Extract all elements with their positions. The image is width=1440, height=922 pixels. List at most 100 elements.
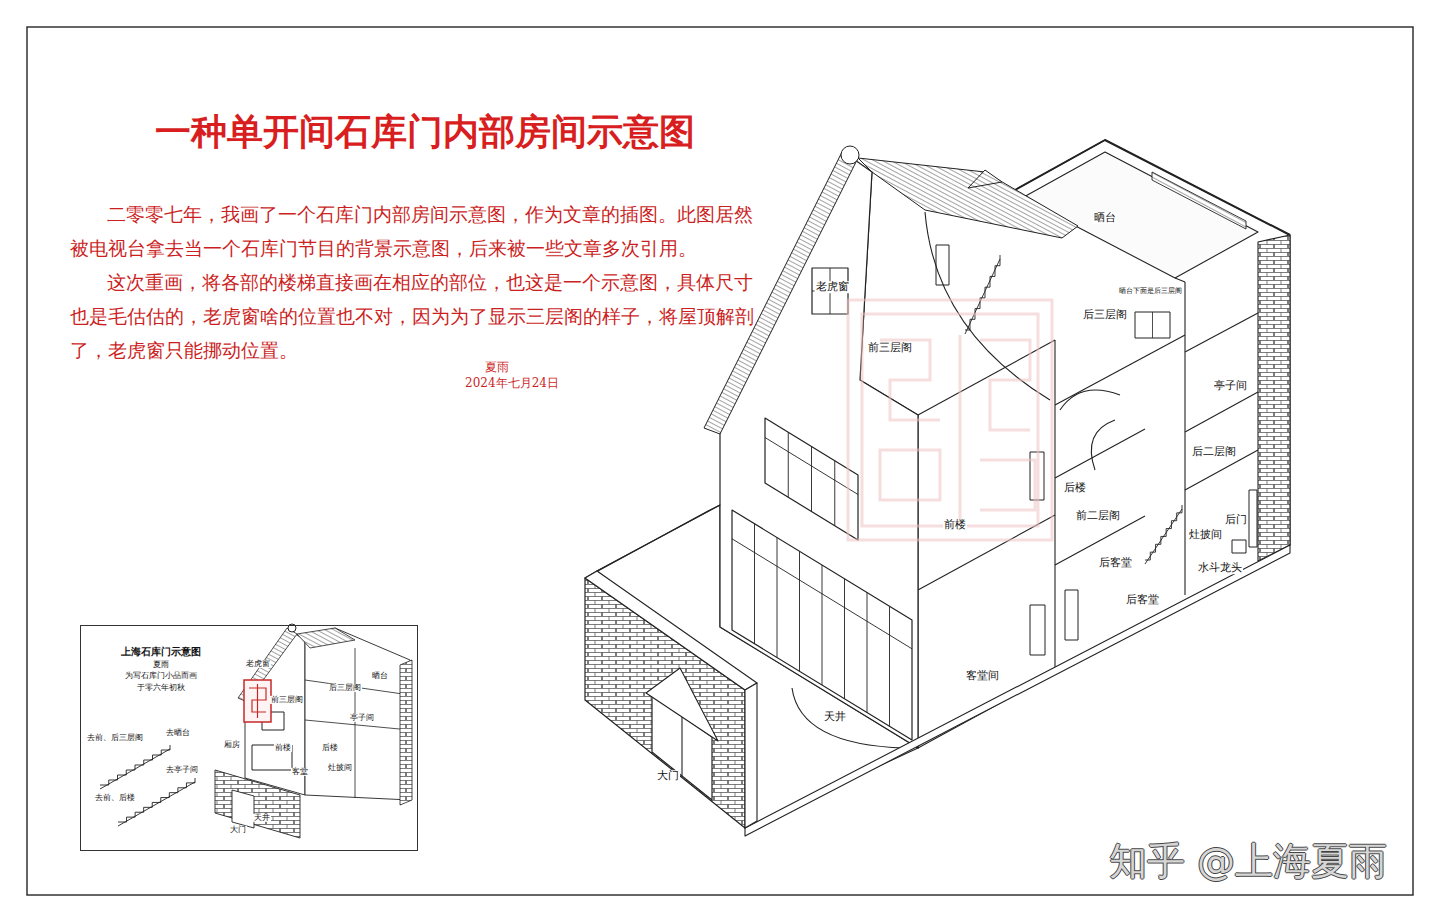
ridge-cap xyxy=(841,146,859,164)
inset-label: 前楼 xyxy=(274,744,292,752)
room-label: 天井 xyxy=(823,711,847,723)
inset-partition xyxy=(355,648,356,798)
room-label: 后二层阁 xyxy=(1191,446,1237,458)
room-label: 前楼 xyxy=(943,519,967,531)
ground-window-mullion xyxy=(867,593,868,713)
front-attic-floor xyxy=(918,340,1055,415)
upper-window-mullion xyxy=(834,461,835,526)
room-label: 后客堂 xyxy=(1098,557,1133,569)
inset-brick xyxy=(400,660,412,805)
inset-gate xyxy=(232,790,254,828)
inset-note: 于零六年初秋 xyxy=(91,682,231,693)
inset-label: 厢房 xyxy=(223,741,241,749)
rear-partition xyxy=(1184,282,1185,595)
inset-stair-stringer xyxy=(118,782,195,826)
room-label: 大门 xyxy=(656,770,680,782)
rear-stair xyxy=(1145,505,1182,560)
inset-label: 去前、后三层阁 xyxy=(86,734,144,742)
room-label: 灶披间 xyxy=(1188,529,1223,541)
upper-window xyxy=(765,418,858,540)
terrace-railing xyxy=(1152,172,1246,229)
ground-window xyxy=(732,510,912,740)
door xyxy=(1065,590,1078,640)
title: 一种单开间石库门内部房间示意图 xyxy=(155,108,695,157)
inset-label: 客堂 xyxy=(291,768,309,776)
ground-window-mullion xyxy=(844,579,845,699)
inset-label: 天井 xyxy=(253,814,271,822)
signature: 夏雨 xyxy=(485,361,509,374)
room-label: 水斗龙头 xyxy=(1197,562,1243,574)
spiral-stair xyxy=(1060,390,1120,410)
sink xyxy=(1232,540,1246,553)
ground-window-mullion xyxy=(754,524,755,644)
room-label: 老虎窗 xyxy=(815,281,850,293)
note-paragraph: 这次重画，将各部的楼梯直接画在相应的部位，也这是一个示意图，具体尺寸也是毛估估的… xyxy=(70,266,760,368)
inset-wall xyxy=(215,770,300,838)
inset-label: 去亭子间 xyxy=(165,766,199,774)
pavilion-ceiling xyxy=(1185,313,1258,352)
inset-roof xyxy=(297,628,355,648)
page-frame xyxy=(27,27,1413,895)
inset-heading: 上海石库门示意图夏雨为写石库门小品而画于零六年初秋 xyxy=(91,644,231,693)
upper-window-mullion xyxy=(811,447,812,512)
seal-frame xyxy=(862,314,1038,526)
room-label: 亭子间 xyxy=(1213,380,1248,392)
seal-watermark xyxy=(848,300,1052,540)
inset-note: 为写石库门小品而画 xyxy=(91,670,231,681)
inset-floor xyxy=(305,680,410,695)
attic-stair-stringer xyxy=(965,259,1000,334)
room-label: 前二层阁 xyxy=(1075,510,1121,522)
back-door xyxy=(1249,490,1257,547)
yard-wall-cut xyxy=(745,683,757,828)
upper-window-mullion xyxy=(788,432,789,497)
seal-frame xyxy=(848,300,1052,540)
ground-window-mullion xyxy=(777,538,778,658)
attic-stair xyxy=(965,255,1000,330)
inset-label: 前三层阁 xyxy=(270,696,304,704)
room-label: 晒台下面是后三层阁 xyxy=(1118,288,1183,296)
spiral-stair xyxy=(1091,420,1115,470)
upper-window-transom xyxy=(765,438,858,495)
inset-label: 后三层阁 xyxy=(328,684,362,692)
inset-title: 上海石库门示意图 xyxy=(91,644,231,659)
ground-window-mullion xyxy=(799,551,800,671)
roof-dormer xyxy=(968,170,1002,188)
inset-frame: 上海石库门示意图夏雨为写石库门小品而画于零六年初秋 xyxy=(80,625,418,851)
ground-slab xyxy=(745,545,1290,836)
room-label: 晒台 xyxy=(1093,212,1117,224)
inset-label: 去前、后楼 xyxy=(94,794,136,802)
inset-rear xyxy=(305,628,410,800)
pavilion-floor xyxy=(1185,392,1258,432)
gate-split xyxy=(681,716,682,776)
door xyxy=(1030,605,1045,655)
rear-edge xyxy=(1175,278,1185,282)
inset-label: 晒台 xyxy=(371,672,389,680)
inset-label: 后楼 xyxy=(321,744,339,752)
door xyxy=(936,245,949,285)
front-facade xyxy=(720,160,918,748)
rear-room-floor xyxy=(1055,429,1145,478)
yard-wall-cap xyxy=(585,571,757,690)
gate-pediment xyxy=(646,668,718,741)
rear-stair-stringer xyxy=(1145,509,1182,564)
ground-window-mullion xyxy=(822,565,823,685)
inset-stair xyxy=(100,745,170,785)
inset-seal-pattern xyxy=(249,684,266,718)
rear-window xyxy=(1135,312,1170,338)
room-label: 客堂间 xyxy=(965,670,1000,682)
roof-slope xyxy=(858,158,1078,238)
ground-window-mullion xyxy=(889,606,890,726)
middle-partition xyxy=(1054,340,1055,673)
yard-side-wall-top xyxy=(585,505,720,578)
date: 2024年七月24日 xyxy=(465,377,559,390)
room-label: 前三层阁 xyxy=(867,342,913,354)
watermark: 知乎 @上海夏雨 xyxy=(1109,841,1387,883)
room-label: 后三层阁 xyxy=(1082,309,1128,321)
rear-window-mullion xyxy=(1152,312,1153,338)
inset-label: 灶披间 xyxy=(327,764,353,772)
seal-glyphs xyxy=(880,335,1035,520)
room-label: 后门 xyxy=(1224,514,1248,526)
caption: 二零零七年，我画了一个石库门内部房间示意图，作为文章的插图。此图居然被电视台拿去… xyxy=(70,198,760,266)
inset-note: 夏雨 xyxy=(91,659,231,670)
rear-brick-wall xyxy=(1258,235,1290,561)
